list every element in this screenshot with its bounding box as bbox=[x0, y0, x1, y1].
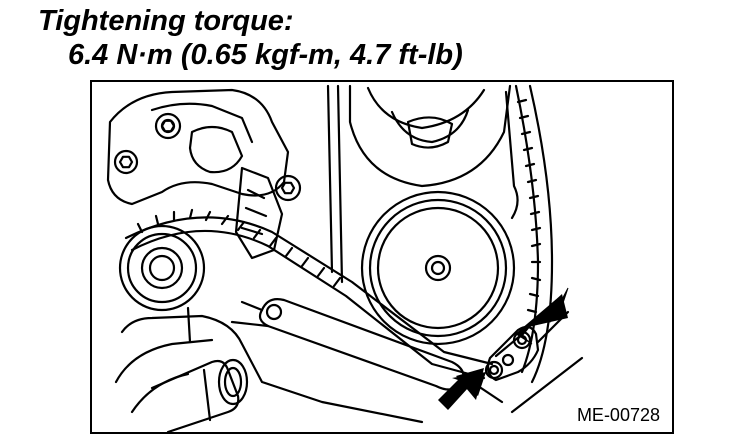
tensioner-bracket bbox=[486, 325, 540, 382]
timing-belt-diagram: ME-00728 bbox=[90, 80, 674, 434]
bracket-bolt bbox=[274, 174, 302, 202]
figure-code: ME-00728 bbox=[576, 405, 660, 425]
timing-belt bbox=[514, 84, 540, 374]
torque-heading: Tightening torque: bbox=[38, 5, 294, 37]
sensor-housing bbox=[150, 358, 249, 432]
arrow-lower-head-icon bbox=[456, 368, 484, 400]
belt-pulley bbox=[360, 190, 516, 346]
arrow-upper-head-icon bbox=[524, 294, 568, 328]
upper-bolt bbox=[154, 112, 182, 140]
left-bolt bbox=[113, 149, 139, 175]
idler-pulley bbox=[118, 224, 206, 312]
diagram-drawing bbox=[106, 84, 584, 432]
torque-value: 6.4 N·m (0.65 kgf-m, 4.7 ft-lb) bbox=[68, 39, 463, 71]
cam-sprocket bbox=[348, 84, 512, 188]
engine-housing bbox=[106, 88, 290, 206]
bracket-bolt-lower bbox=[484, 360, 504, 380]
